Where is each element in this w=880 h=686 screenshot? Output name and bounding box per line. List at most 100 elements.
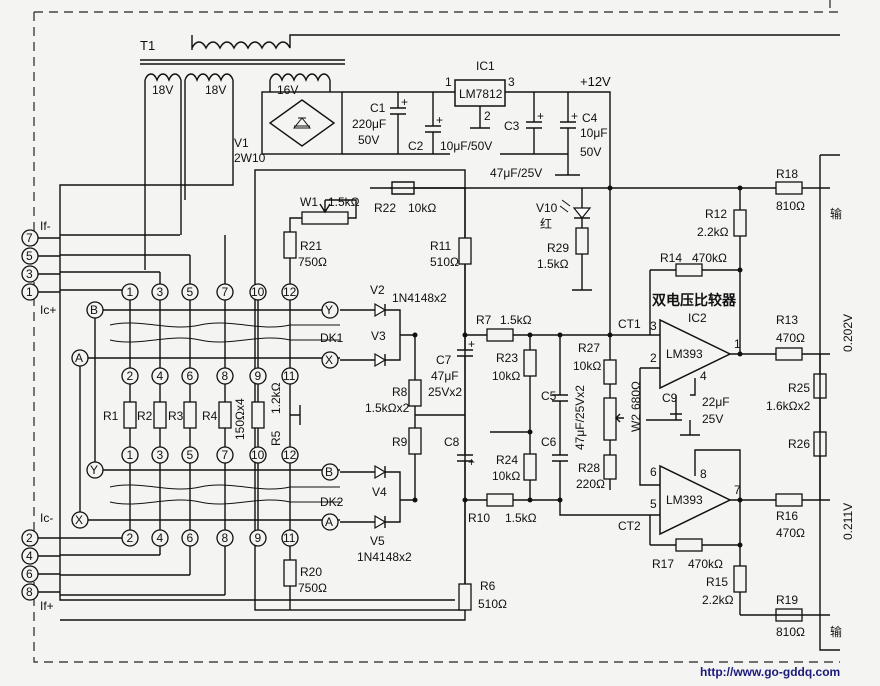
- ic2-pin7: 7: [734, 483, 741, 497]
- node-y-right: Y: [325, 303, 333, 317]
- r8-value: 1.5kΩx2: [365, 401, 410, 415]
- dk1-pin-bottom-circle: [281, 367, 299, 385]
- r6-label: R6: [480, 579, 496, 593]
- ic2-label: IC2: [688, 311, 707, 325]
- dk1-pin-top-circle: [151, 283, 169, 301]
- dk2-pin-top-label: 5: [187, 448, 194, 462]
- w2-value: 680Ω: [629, 381, 643, 410]
- r26-label: R26: [788, 437, 810, 451]
- ic2-pin5: 5: [650, 497, 657, 511]
- c5-label: C5: [541, 389, 557, 403]
- right-edge-v-top: 0.202V: [841, 314, 855, 352]
- resistor-r20: R20 750Ω: [283, 540, 327, 610]
- dk1-pin-bottom-circle: [181, 367, 199, 385]
- ic2-pin2: 2: [650, 351, 657, 365]
- power-supply: + C1 220μF 50V + C2 10μF/50V IC1 LM7812 …: [352, 59, 611, 490]
- external-terminals: 7 5 3 1 2 4 6 8 If- Ic+ Ic- If+: [21, 219, 60, 613]
- r24-label: R24: [496, 453, 518, 467]
- dk1-pin-bottom-circle: [121, 367, 139, 385]
- dk1-pin-top-label: 5: [187, 285, 194, 299]
- w1-label: W1: [300, 195, 318, 209]
- dk2-pin-bottom-circle: [216, 529, 234, 547]
- ic2-title: 双电压比较器: [652, 292, 737, 308]
- v4-label: V4: [372, 485, 387, 499]
- right-edge-side-top: 输: [830, 206, 842, 221]
- ic1-label: IC1: [476, 59, 495, 73]
- r25-label: R25: [788, 381, 810, 395]
- c3-value: 47μF/25V: [490, 166, 542, 180]
- r18-value: 810Ω: [776, 199, 805, 213]
- dk1-pin-bottom-circle: [216, 367, 234, 385]
- dk1-pin-top-label: 1: [127, 285, 134, 299]
- ic2-ct2: CT2: [618, 519, 641, 533]
- c3-label: C3: [504, 119, 520, 133]
- dk1-label: DK1: [320, 331, 344, 345]
- ic1-pin1: 1: [445, 75, 452, 89]
- dk2-label: DK2: [320, 495, 344, 509]
- c9-label: C9: [662, 391, 678, 405]
- r15-label: R15: [706, 575, 728, 589]
- ic2-pin4: 4: [700, 369, 707, 383]
- r9-label: R9: [392, 435, 408, 449]
- comparator-ic2: 双电压比较器 IC2 LM393 LM393 3 2 1 4 6 5 7 8 C…: [618, 188, 830, 615]
- svg-text:+: +: [468, 337, 475, 351]
- r22-label: R22: [374, 201, 396, 215]
- dk1-pin-top-label: 12: [283, 285, 297, 299]
- r14-value: 470kΩ: [692, 251, 727, 265]
- r7-label: R7: [476, 313, 492, 327]
- r5-label: R5: [269, 430, 283, 446]
- resistor-array: R1 R2 R3 R4 150Ωx4 R5 1.2kΩ: [103, 382, 301, 446]
- terminal-7-label: 7: [26, 231, 33, 245]
- node-x-right: X: [325, 353, 333, 367]
- r22-value: 10kΩ: [408, 201, 436, 215]
- r29-value: 1.5kΩ: [537, 257, 569, 271]
- supply-12v: +12V: [580, 74, 611, 89]
- svg-text:+: +: [537, 109, 544, 123]
- input-network: + + C7 47μF 25Vx2 C8 R8 1.5kΩx2 R9: [365, 332, 475, 503]
- led-v10: V10 红 R29 1.5kΩ: [536, 188, 592, 291]
- dk1-pin-bottom-circle: [151, 367, 169, 385]
- c4-label: C4: [582, 111, 598, 125]
- r17-value: 470kΩ: [688, 557, 723, 571]
- v2-value: 1N4148x2: [392, 291, 447, 305]
- v1-value: 2W10: [234, 151, 266, 165]
- dk1-pin-top-label: 10: [251, 285, 265, 299]
- node-a-right: A: [325, 515, 333, 529]
- r21-label: R21: [300, 239, 322, 253]
- bridge-rectifier-v1: V1 2W10: [234, 91, 455, 165]
- dk1-pin-top-circle: [249, 283, 267, 301]
- dk1-branch: W1 1.5kΩ R22 10kΩ R21 750Ω: [254, 169, 466, 611]
- node-x-left: X: [75, 513, 83, 527]
- w2-label: W2: [629, 414, 643, 432]
- v1-label: V1: [234, 136, 249, 150]
- svg-text:+: +: [468, 455, 475, 469]
- r20-value: 750Ω: [298, 581, 327, 595]
- ic2-pin6: 6: [650, 465, 657, 479]
- r12-label: R12: [705, 207, 727, 221]
- c7-value: 47μF: [431, 369, 459, 383]
- w1-value: 1.5kΩ: [328, 195, 360, 209]
- dk2-pin-top-circle: [249, 446, 267, 464]
- node-b-right: B: [325, 465, 333, 479]
- r10-label: R10: [468, 511, 490, 525]
- r11-label: R11: [430, 239, 451, 253]
- label-ic-plus: Ic+: [40, 303, 56, 317]
- dk1-pin-bottom-label: 6: [187, 369, 194, 383]
- r2-label: R2: [137, 409, 153, 423]
- r28-value: 220Ω: [576, 477, 605, 491]
- terminal-1-label: 1: [26, 285, 33, 299]
- ic2-part-a: LM393: [666, 347, 703, 361]
- dk2-pin-top-label: 1: [127, 448, 134, 462]
- enclosure-border: [33, 11, 840, 663]
- r3-label: R3: [168, 409, 184, 423]
- t1-sec3: 16V: [277, 83, 298, 97]
- c1-volt: 50V: [358, 133, 379, 147]
- v10-label: V10: [536, 201, 558, 215]
- dk1-pin-top-circle: [181, 283, 199, 301]
- dk2-pin-top-label: 10: [251, 448, 265, 462]
- dk2-pin-top-label: 3: [157, 448, 164, 462]
- node-y-left: Y: [90, 463, 98, 477]
- dk2-pin-bottom-label: 2: [127, 531, 134, 545]
- r-array-value: 150Ωx4: [233, 398, 247, 440]
- v5-label: V5: [370, 534, 385, 548]
